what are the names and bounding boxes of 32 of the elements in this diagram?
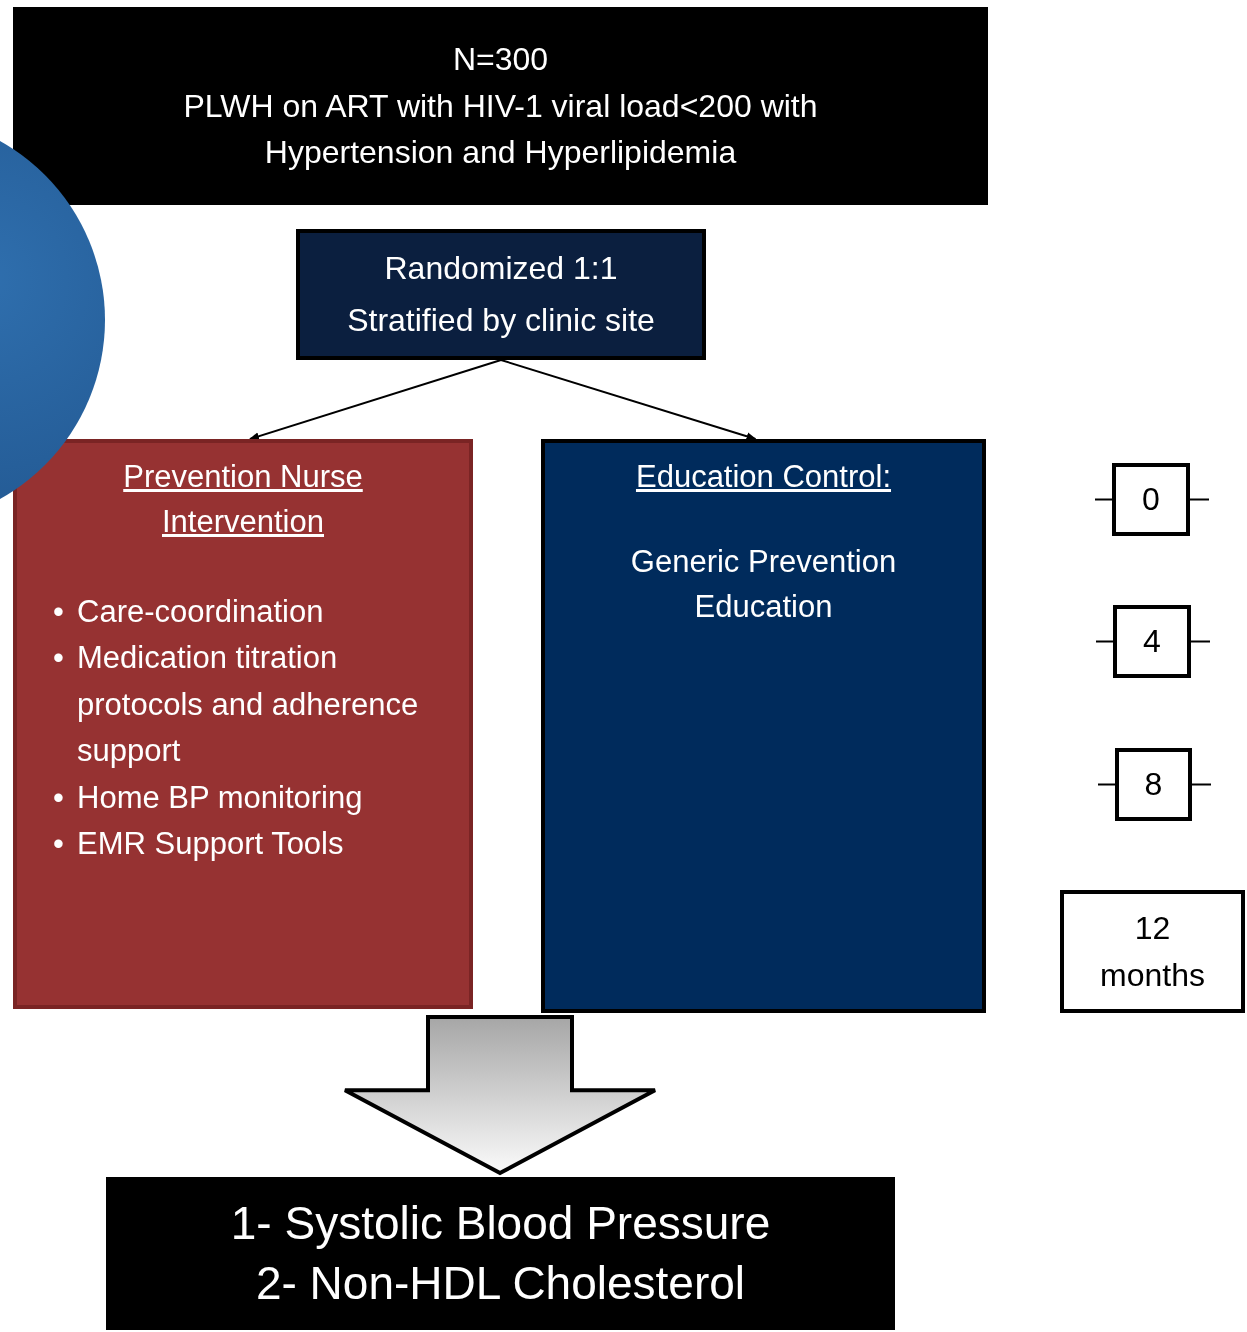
node-text: 12 months xyxy=(1099,909,1206,995)
node-text: 2- Non-HDL Cholesterol xyxy=(255,1255,746,1311)
bullet-item: EMR Support Tools xyxy=(77,825,344,864)
bullet-item: Medication titration protocols and adherence support xyxy=(77,639,420,771)
bullet-marker: • xyxy=(52,639,65,678)
node-text: 4 xyxy=(1143,622,1161,662)
control-arm-box xyxy=(541,439,986,1013)
arrow xyxy=(249,359,502,441)
arm-heading: Education Control: xyxy=(635,458,891,496)
timepoint-box xyxy=(1060,890,1245,1013)
bullet-marker: • xyxy=(52,778,65,817)
bullet-item: Care-coordination xyxy=(77,592,324,631)
timepoint-box xyxy=(1115,748,1192,821)
node-text: 0 xyxy=(1142,480,1160,520)
node-text: 8 xyxy=(1144,765,1163,805)
bullet-marker: • xyxy=(52,825,65,864)
bullet-item: Home BP monitoring xyxy=(77,778,363,817)
node-text: Generic Prevention Education xyxy=(629,542,898,626)
node-text: PLWH on ART with HIV-1 viral load<200 with Hypertension and Hyperlipidemia xyxy=(182,86,819,173)
intervention-arm-box xyxy=(13,439,473,1009)
timepoint-box xyxy=(1112,463,1190,536)
node-text: Randomized 1:1 Stratified by clinic site xyxy=(346,249,656,340)
population-box xyxy=(13,7,988,205)
node-text: N=300 xyxy=(452,40,549,80)
bullet-marker: • xyxy=(52,592,65,631)
timepoint-box xyxy=(1113,605,1191,678)
block-arrow xyxy=(343,1015,657,1176)
outcomes-box xyxy=(106,1177,895,1330)
randomization-box xyxy=(296,229,706,360)
arrow xyxy=(500,359,757,441)
node-text: 1- Systolic Blood Pressure xyxy=(230,1195,771,1251)
arm-heading: Prevention Nurse Intervention xyxy=(122,458,364,541)
